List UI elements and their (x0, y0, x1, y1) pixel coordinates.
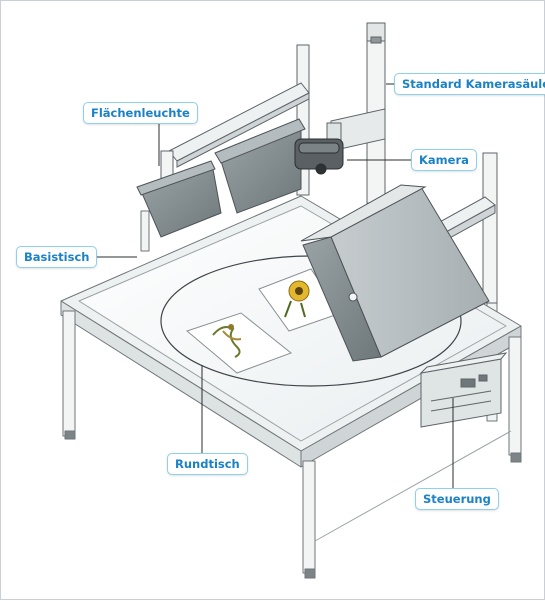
callout-basistisch: Basistisch (16, 246, 98, 268)
callout-kamera: Kamera (411, 149, 477, 171)
callout-steuerung: Steuerung (415, 488, 499, 510)
table-leg-back-left (140, 210, 150, 252)
camera-body (294, 138, 344, 175)
camera-column (326, 22, 386, 204)
area-light-panel-right (300, 184, 490, 362)
control-unit (419, 352, 508, 428)
callout-rundtisch: Rundtisch (167, 453, 248, 475)
callout-standard-kamerasaeule: Standard Kamerasäule (394, 73, 545, 95)
table-leg-front-right (508, 336, 522, 463)
herbarium-sheet-1 (185, 312, 293, 374)
callout-flaechenleuchte: Flächenleuchte (83, 102, 198, 124)
area-light-panel-2 (214, 118, 306, 214)
table-leg-front-left (62, 310, 76, 440)
table-leg-front-middle (302, 460, 316, 579)
area-light-panel-1 (136, 160, 222, 238)
